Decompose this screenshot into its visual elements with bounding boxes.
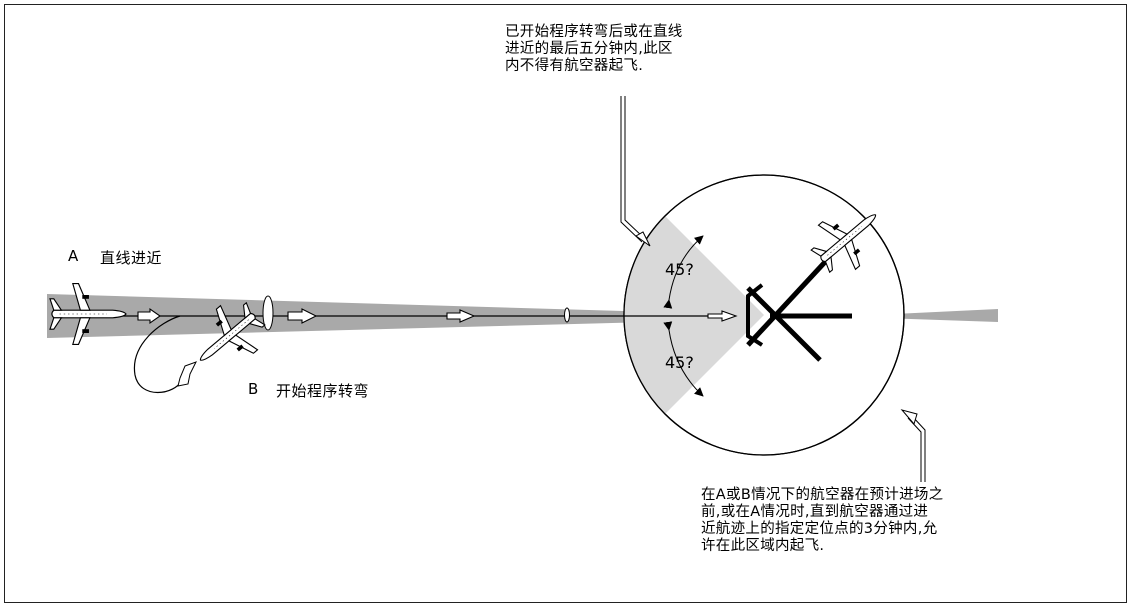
angle-arc-lower [663, 321, 704, 397]
fix-marker [262, 295, 274, 331]
procedure-turn-arrow [177, 361, 198, 387]
fix-marker [564, 307, 570, 323]
case-b-label: 开始程序转弯 [276, 382, 370, 400]
flow-arrow [707, 310, 738, 322]
case-a-letter: A [68, 247, 79, 265]
flow-arrow [446, 309, 476, 323]
top-note: 已开始程序转弯后或在直线 进近的最后五分钟内,此区 内不得有航空器起飞. [505, 24, 683, 74]
runway-extension-wedge [852, 309, 998, 322]
flow-arrow [287, 308, 318, 324]
case-a-label: 直线进近 [100, 249, 163, 267]
flow-arrow [137, 307, 161, 325]
case-b-letter: B [248, 380, 259, 398]
angle-arc-upper [663, 235, 704, 309]
runway-symbol [746, 260, 852, 362]
angle-label-lower: 45? [665, 353, 694, 372]
diagram-frame [4, 4, 1127, 603]
procedure-turn-path [133, 315, 183, 393]
no-departure-sector [623, 216, 764, 414]
angle-label-upper: 45? [665, 260, 694, 279]
bottom-note: 在A或B情况下的航空器在预计进场之 前,或在A情况时,直到航空器通过进 近航迹上… [701, 487, 944, 554]
bottom-note-leader [907, 415, 926, 482]
top-note-leader [620, 96, 645, 243]
